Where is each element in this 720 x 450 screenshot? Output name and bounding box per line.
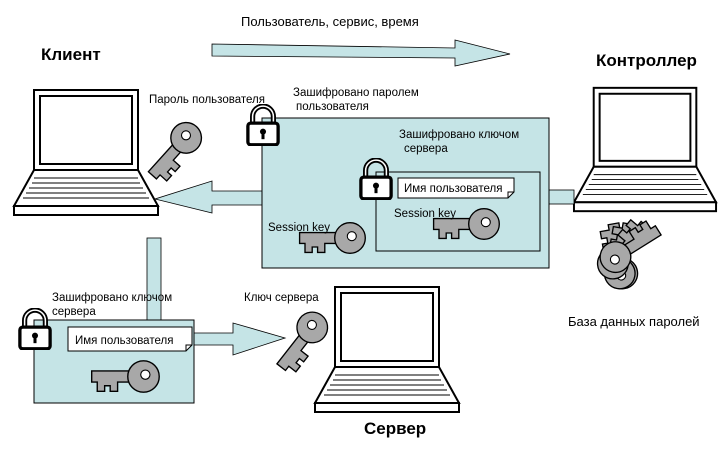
- padlock-client-ticket-icon: [20, 310, 50, 349]
- client-label: Клиент: [41, 45, 101, 64]
- username-note-client-icon: [67, 326, 193, 352]
- padlock-user-pw-icon: [248, 106, 278, 145]
- session-key-outer-label: Session key: [268, 222, 330, 234]
- password-db-keyring-icon: [590, 214, 667, 292]
- username-inner-label: Имя пользователя: [404, 183, 502, 195]
- user-password-key-icon: [140, 115, 209, 187]
- encrypted-user-pw-line1: Зашифровано паролем: [293, 87, 419, 99]
- encrypted-server-key-client-line1: Зашифровано ключом: [52, 292, 172, 304]
- client-down-connector: [146, 237, 162, 325]
- user-password-label: Пароль пользователя: [149, 94, 265, 106]
- server-laptop-icon: [313, 285, 461, 414]
- encrypted-server-key-inner-line1: Зашифровано ключом: [399, 129, 519, 141]
- top-flow-label: Пользователь, сервис, время: [241, 14, 419, 29]
- password-db-label: База данных паролей: [568, 314, 700, 329]
- return-arrow-icon: [153, 180, 263, 214]
- controller-connector: [547, 189, 575, 205]
- username-client-label: Имя пользователя: [75, 335, 173, 347]
- client-laptop-icon: [13, 89, 159, 216]
- controller-laptop-icon: [572, 86, 718, 213]
- encrypted-user-pw-line2: пользователя: [296, 101, 369, 113]
- username-note-inner-icon: [397, 177, 515, 199]
- server-label: Сервер: [364, 419, 426, 438]
- top-flow-arrow-icon: [211, 39, 511, 67]
- encrypted-server-key-client-line2: сервера: [52, 306, 96, 318]
- controller-label: Контроллер: [596, 51, 697, 70]
- server-key-label: Ключ сервера: [244, 292, 319, 304]
- encrypted-server-key-inner-line2: сервера: [404, 143, 448, 155]
- server-key-icon: [268, 305, 335, 378]
- to-server-arrow-icon: [192, 322, 287, 356]
- session-key-inner-label: Session key: [394, 208, 456, 220]
